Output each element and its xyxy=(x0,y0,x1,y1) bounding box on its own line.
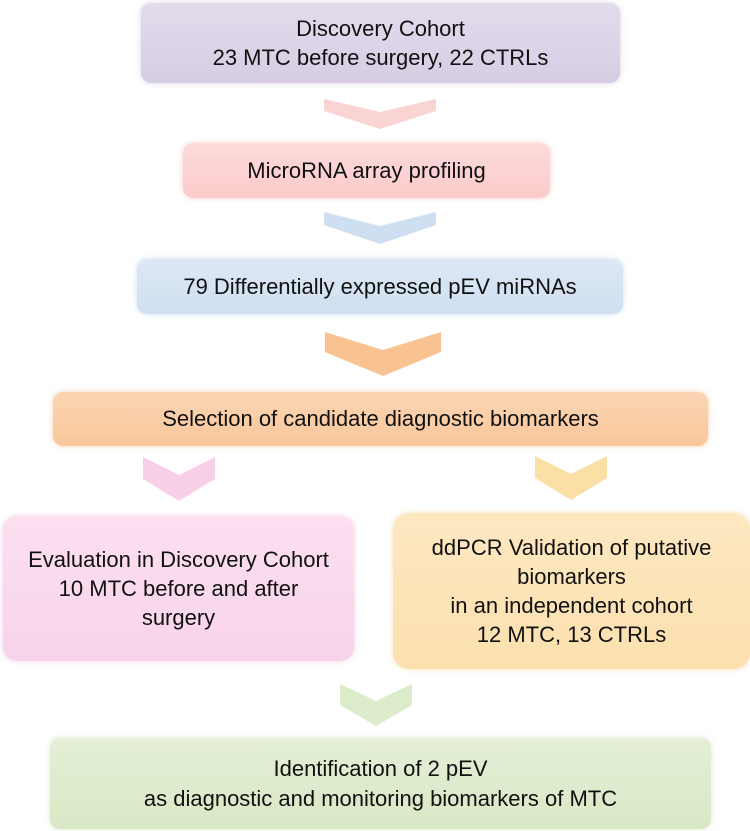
evaluation-line-2: 10 MTC before and after xyxy=(58,575,299,601)
validation-line-3: in an independent cohort xyxy=(450,593,693,618)
discovery-cohort-detail: 23 MTC before surgery, 22 CTRLs xyxy=(212,45,549,70)
identification-box: Identification of 2 pEV as diagnostic an… xyxy=(50,738,711,829)
chevron-down-icon xyxy=(340,684,412,726)
array-profiling-label: MicroRNA array profiling xyxy=(247,157,486,183)
chevron-down-icon xyxy=(324,212,436,244)
chevron-down-icon xyxy=(325,332,441,376)
evaluation-line-3: surgery xyxy=(141,605,216,631)
validation-line-4: 12 MTC, 13 CTRLs xyxy=(476,622,667,648)
identification-line-1: Identification of 2 pEV xyxy=(273,756,488,782)
validation-line-2: biomarkers xyxy=(517,563,626,589)
chevron-down-icon xyxy=(324,99,436,129)
identification-line-2: as diagnostic and monitoring biomarkers … xyxy=(143,785,618,811)
ddpcr-validation-box: ddPCR Validation of putative biomarkers … xyxy=(393,513,750,669)
chevron-down-icon xyxy=(143,457,215,501)
discovery-cohort-title: Discovery Cohort xyxy=(296,15,465,41)
differential-mirnas-box: 79 Differentially expressed pEV miRNAs xyxy=(137,259,623,314)
evaluation-box: Evaluation in Discovery Cohort 10 MTC be… xyxy=(3,516,354,661)
selection-box: Selection of candidate diagnostic biomar… xyxy=(53,392,708,446)
array-profiling-box: MicroRNA array profiling xyxy=(183,143,550,198)
discovery-cohort-box: Discovery Cohort 23 MTC before surgery, … xyxy=(141,3,620,83)
evaluation-line-1: Evaluation in Discovery Cohort xyxy=(28,546,329,572)
selection-label: Selection of candidate diagnostic biomar… xyxy=(162,406,599,432)
validation-line-1: ddPCR Validation of putative xyxy=(431,534,712,560)
chevron-down-icon xyxy=(535,456,607,500)
differential-mirnas-label: 79 Differentially expressed pEV miRNAs xyxy=(183,273,577,299)
